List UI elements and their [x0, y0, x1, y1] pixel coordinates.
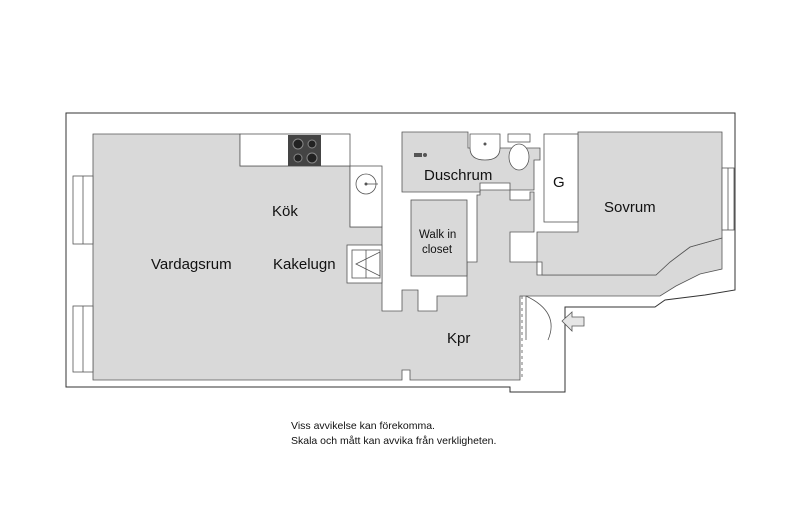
label-kakelugn: Kakelugn — [273, 256, 336, 273]
label-g: G — [553, 174, 565, 191]
disclaimer: Viss avvikelse kan förekomma. Skala och … — [291, 419, 496, 449]
kakelugn-icon — [351, 249, 381, 279]
walk-in-floor — [410, 199, 468, 277]
entrance-arrow-icon — [561, 311, 585, 332]
toilet-icon — [507, 133, 531, 171]
kakelugn-box — [346, 244, 383, 284]
label-vardagsrum: Vardagsrum — [151, 256, 232, 273]
label-walk-in-line1: Walk in — [419, 229, 456, 241]
entrance-door — [521, 295, 552, 380]
disclaimer-line2: Skala och mått kan avvika från verklighe… — [291, 435, 497, 447]
windows — [72, 167, 735, 373]
label-duschrum: Duschrum — [424, 167, 492, 184]
label-sovrum: Sovrum — [604, 199, 656, 216]
kitchen-sink-icon — [355, 173, 378, 195]
g-wardrobe — [543, 133, 579, 223]
duschrum-floor — [401, 131, 541, 193]
disclaimer-line1: Viss avvikelse kan förekomma. — [291, 420, 435, 432]
stove-icon — [288, 135, 321, 166]
label-walk-in-line2: closet — [422, 244, 453, 256]
bathroom-sink-icon — [469, 133, 501, 161]
shower-tap-icon — [414, 153, 427, 157]
main-floor — [92, 133, 723, 381]
label-kok: Kök — [272, 203, 298, 220]
label-kpr: Kpr — [447, 330, 470, 347]
